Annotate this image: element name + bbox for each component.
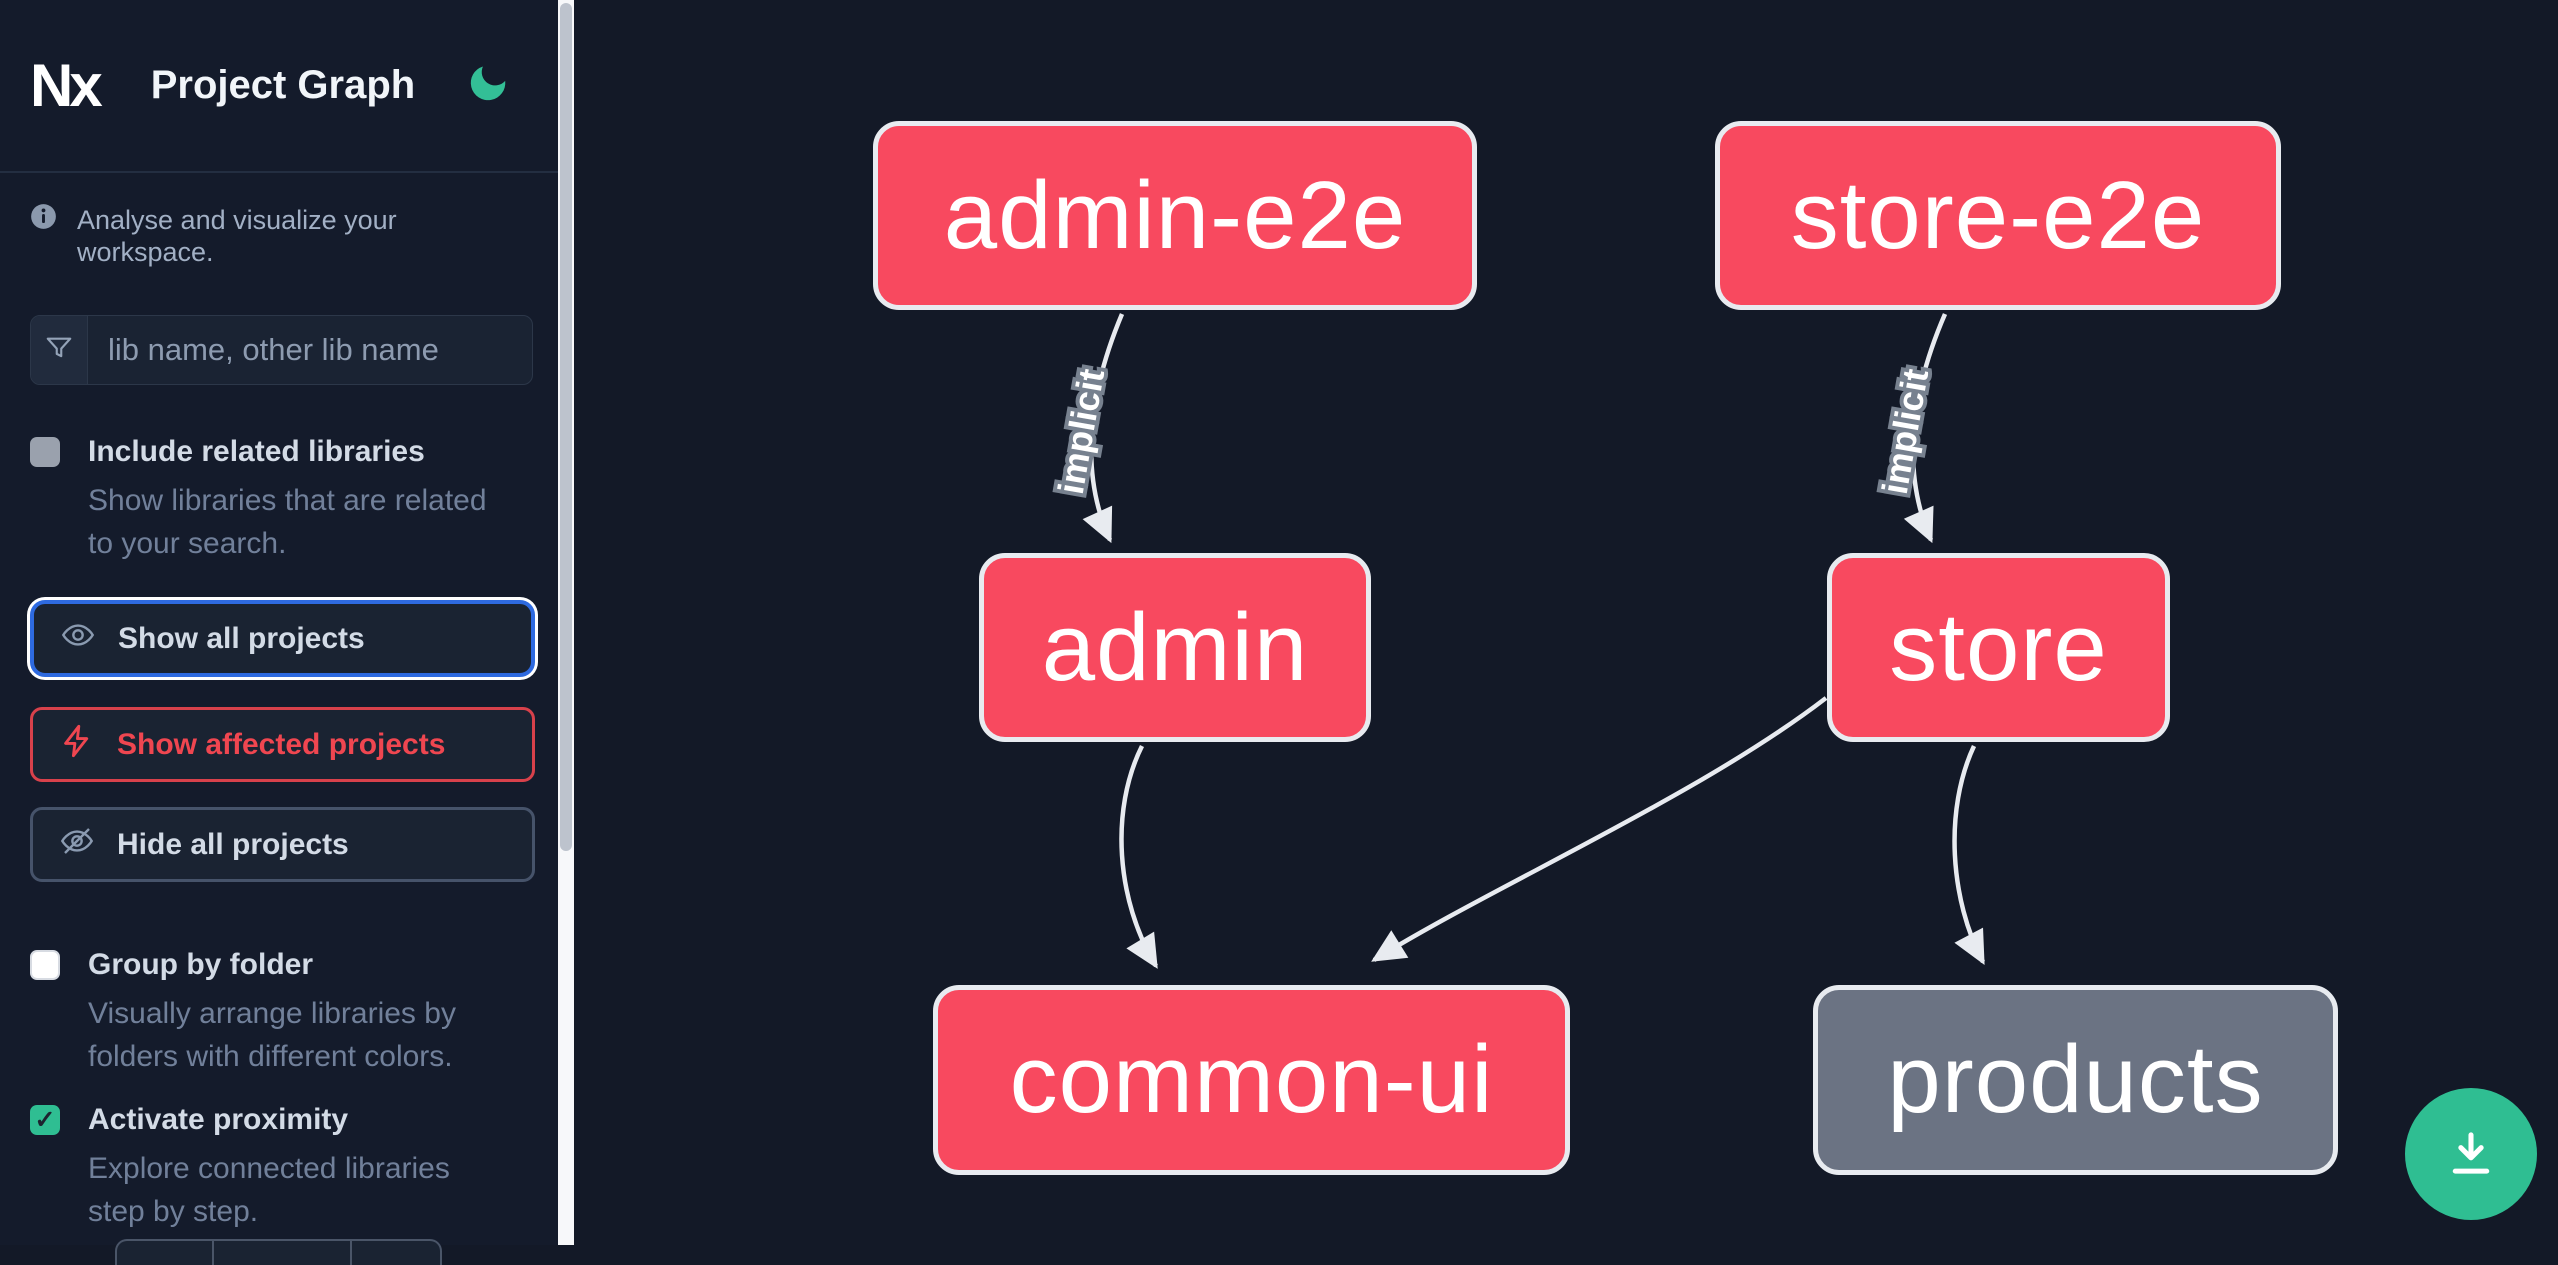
option-description: Visually arrange libraries by folders wi…: [88, 997, 456, 1073]
node-label: admin-e2e: [943, 161, 1407, 269]
info-icon: [30, 203, 57, 235]
tagline-text: Analyse and visualize your workspace.: [77, 205, 397, 267]
option-label[interactable]: Include related libraries: [88, 435, 425, 468]
group-by-folder-checkbox[interactable]: [30, 950, 60, 980]
theme-toggle-button[interactable]: [464, 62, 512, 110]
option-description: Show libraries that are related to your …: [88, 484, 487, 560]
show-affected-projects-button[interactable]: Show affected projects: [30, 707, 535, 782]
eye-icon: [60, 617, 96, 661]
download-icon: [2442, 1124, 2500, 1185]
sidebar-header: Nx Project Graph: [0, 0, 558, 173]
download-graph-button[interactable]: [2405, 1088, 2537, 1220]
project-node-products[interactable]: products: [1813, 985, 2338, 1175]
project-node-store-e2e[interactable]: store-e2e: [1715, 121, 2281, 310]
sidebar: Nx Project Graph Analyse and visualize y…: [0, 0, 558, 1265]
project-node-common-ui[interactable]: common-ui: [933, 985, 1570, 1175]
option-label[interactable]: Group by folder: [88, 948, 313, 981]
workspace-tagline: Analyse and visualize your workspace.: [30, 203, 530, 268]
node-label: admin: [1041, 593, 1309, 701]
option-description: Explore connected libraries step by step…: [88, 1152, 450, 1228]
node-label: store-e2e: [1790, 161, 2206, 269]
button-label: Show all projects: [118, 621, 365, 655]
project-node-store[interactable]: store: [1827, 553, 2170, 742]
show-all-projects-button[interactable]: Show all projects: [30, 600, 535, 677]
option-group-by-folder: Group by folder Visually arrange librari…: [30, 948, 508, 1078]
button-label: Show affected projects: [117, 727, 446, 761]
proximity-stepper[interactable]: [115, 1239, 442, 1265]
include-related-checkbox[interactable]: [30, 437, 60, 467]
node-label: common-ui: [1009, 1026, 1494, 1133]
eye-off-icon: [59, 823, 95, 867]
option-label[interactable]: Activate proximity: [88, 1103, 349, 1136]
node-label: store: [1889, 593, 2108, 701]
check-icon: ✓: [34, 1105, 56, 1134]
button-label: Hide all projects: [117, 827, 349, 861]
search-field: [30, 315, 533, 385]
sidebar-scrollbar-track: [558, 0, 574, 1245]
bolt-icon: [59, 723, 95, 767]
option-include-related: Include related libraries Show libraries…: [30, 435, 508, 565]
search-input[interactable]: [88, 316, 532, 384]
option-activate-proximity: ✓ Activate proximity Explore connected l…: [30, 1103, 508, 1233]
filter-icon-box: [31, 316, 88, 384]
project-node-admin[interactable]: admin: [979, 553, 1371, 742]
hide-all-projects-button[interactable]: Hide all projects: [30, 807, 535, 882]
page-title: Project Graph: [150, 63, 416, 107]
nx-logo: Nx: [30, 51, 103, 119]
node-label: products: [1887, 1026, 2264, 1133]
filter-icon: [44, 333, 74, 368]
activate-proximity-checkbox[interactable]: ✓: [30, 1105, 60, 1135]
sidebar-scrollbar-thumb[interactable]: [560, 3, 572, 851]
project-node-admin-e2e[interactable]: admin-e2e: [873, 121, 1477, 310]
moon-icon: [465, 60, 511, 111]
